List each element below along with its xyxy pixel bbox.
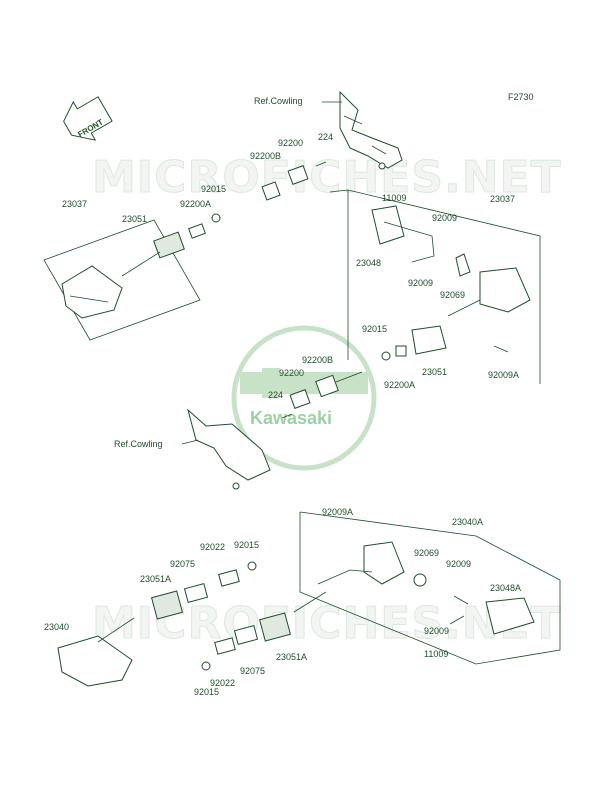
label-92009-b: 92009 [408,278,433,288]
label-92075-a: 92075 [170,559,195,569]
figure-code: F2730 [508,92,534,102]
label-92022-b: 92022 [210,678,235,688]
watermark-top: MICROFICHES.NET [92,152,562,203]
label-92009a-a: 92009A [488,370,519,380]
label-23051-right: 23051 [422,367,447,377]
label-92200-a: 92200 [278,138,303,148]
label-23040: 23040 [44,622,69,632]
turn-signal-rear-left [57,561,327,687]
label-92200a-left: 92200A [180,199,211,209]
label-11009-a: 11009 [382,193,406,203]
label-23037-left: 23037 [62,199,87,209]
label-92015-c: 92015 [234,540,259,550]
label-ref-cowling-mid: Ref.Cowling [114,439,163,449]
turn-signal-rear-right-box [299,511,561,665]
label-92015-b: 92015 [362,324,387,334]
label-23048: 23048 [356,258,381,268]
label-92015-d: 92015 [194,687,219,697]
front-arrow-icon: FRONT [63,96,113,141]
cowling-bracket-top [339,90,403,170]
label-23037-right: 23037 [490,194,515,204]
label-92009-a: 92009 [432,213,457,223]
label-92200-b: 92200 [279,368,304,378]
label-92009-d: 92009 [424,626,449,636]
label-11009-b: 11009 [424,649,448,659]
label-224-b: 224 [268,390,283,400]
label-23051a-b: 23051A [276,652,307,662]
label-23040a: 23040A [452,517,483,527]
turn-signal-front-left [43,161,327,341]
label-92069-a: 92069 [440,290,465,300]
label-92075-b: 92075 [240,666,265,676]
label-92009a-b: 92009A [322,507,353,517]
label-92200a-right: 92200A [384,380,415,390]
label-92200b-a: 92200B [250,151,281,161]
label-ref-cowling-top: Ref.Cowling [254,96,303,106]
label-23051-left: 23051 [122,214,147,224]
label-224-a: 224 [318,132,333,142]
label-92015-a: 92015 [201,184,226,194]
label-23051a-a: 23051A [140,574,171,584]
cowling-bracket-mid [187,371,363,490]
label-23048a: 23048A [490,583,521,593]
logo-text: Kawasaki [250,408,332,428]
label-92022-a: 92022 [200,542,225,552]
turn-signal-front-right-box [329,189,541,384]
label-92200b-b: 92200B [302,355,333,365]
label-92069-b: 92069 [414,548,439,558]
label-92009-c: 92009 [446,559,471,569]
